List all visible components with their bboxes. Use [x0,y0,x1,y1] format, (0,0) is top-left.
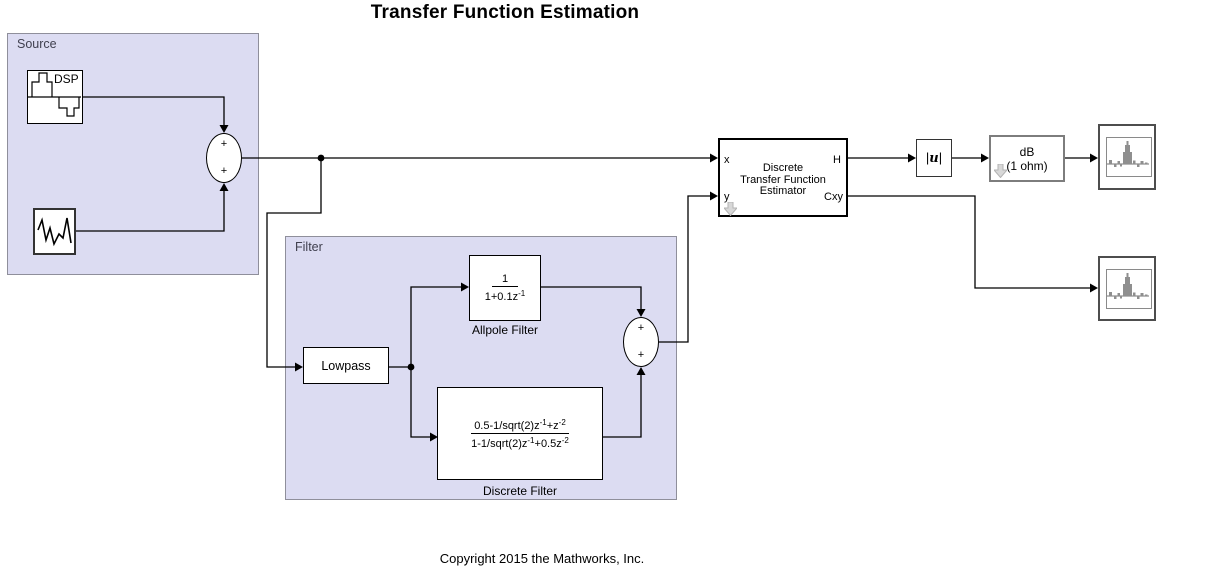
discrete-filter-transfer-function: 0.5-1/sqrt(2)z-1+z-2 1-1/sqrt(2)z-1+0.5z… [471,418,569,450]
db-conversion-block[interactable]: dB (1 ohm) [989,135,1065,182]
port-label-h: H [833,154,841,166]
spectrum-icon [1107,273,1149,299]
dsp-waveform-icon [28,72,81,117]
discrete-filter-name[interactable]: Discrete Filter [482,484,557,498]
copyright-annotation: Copyright 2015 the Mathworks, Inc. [439,551,645,566]
discrete-filter-block[interactable]: 0.5-1/sqrt(2)z-1+z-2 1-1/sqrt(2)z-1+0.5z… [437,387,603,480]
port-label-y: y [724,191,730,203]
abs-expression: |u| [925,150,943,166]
lowpass-filter-block[interactable]: Lowpass [303,347,389,384]
input-processing-icon [994,164,1007,178]
sum2-plus-bottom: + [637,349,645,361]
db-label-line2: (1 ohm) [1006,158,1048,173]
port-label-cxy: Cxy [824,191,843,203]
input-processing-icon [724,202,737,216]
sum2-plus-top: + [637,322,645,334]
allpole-filter-block[interactable]: 1 1+0.1z-1 [469,255,541,321]
port-label-x: x [724,154,730,166]
sum1-plus-bottom: + [220,165,228,177]
spectrum-analyzer-h-block[interactable] [1098,124,1156,190]
dsp-label: DSP [54,72,79,86]
allpole-filter-name[interactable]: Allpole Filter [471,323,539,337]
model-title: Transfer Function Estimation [370,2,640,23]
abs-block[interactable]: |u| [916,139,952,177]
discrete-transfer-function-estimator-block[interactable]: Discrete Transfer Function Estimator x y… [718,138,848,217]
lowpass-label: Lowpass [321,358,371,373]
sum1-plus-top: + [220,138,228,150]
scope-screen [1106,137,1152,177]
random-waveform-icon [37,217,72,247]
allpole-transfer-function: 1 1+0.1z-1 [484,273,526,303]
estimator-title: Discrete Transfer Function Estimator [740,162,826,198]
sum-block-source[interactable]: + + [206,133,242,183]
random-source-block[interactable] [33,208,76,255]
source-area-label[interactable]: Source [17,37,57,51]
spectrum-icon [1107,141,1149,167]
scope-screen [1106,269,1152,309]
filter-area-label[interactable]: Filter [295,240,323,254]
spectrum-analyzer-cxy-block[interactable] [1098,256,1156,321]
dsp-sine-source-block[interactable]: DSP [27,70,83,124]
sum-block-filter[interactable]: + + [623,317,659,367]
db-label-line1: dB [1019,144,1035,159]
